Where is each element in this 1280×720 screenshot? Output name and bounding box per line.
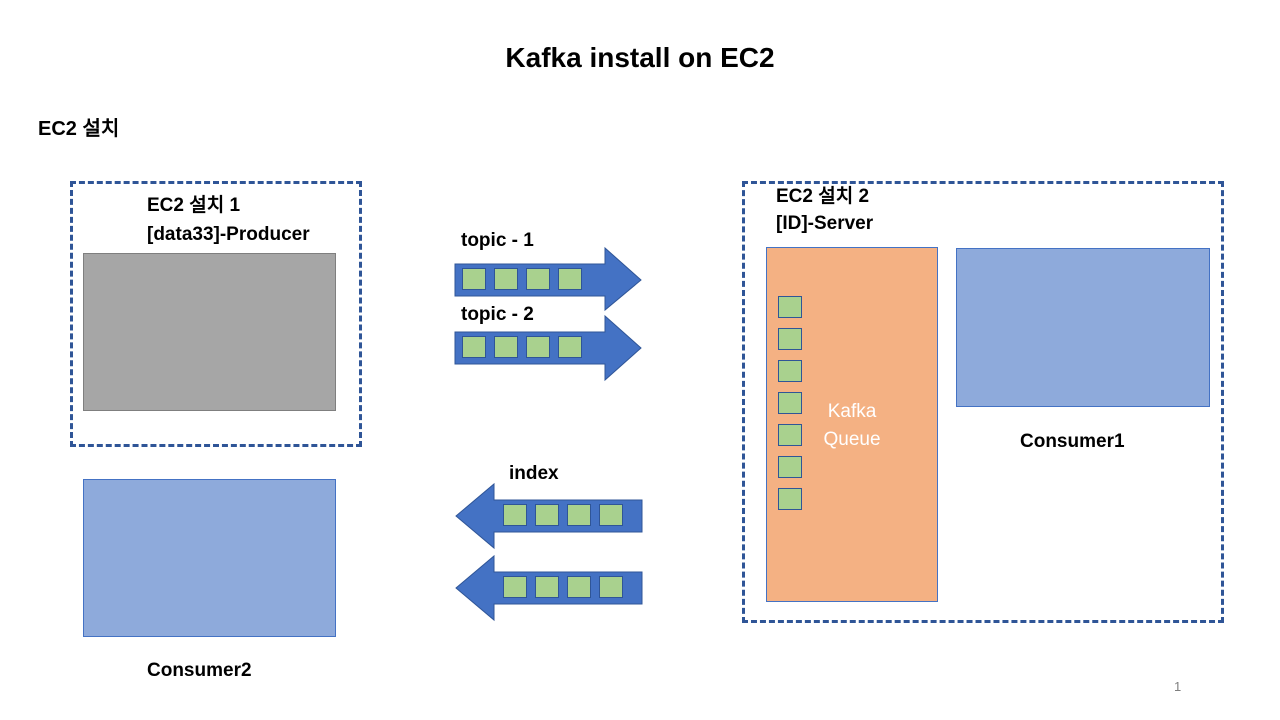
- queue-message: [778, 392, 802, 414]
- return-message: [599, 576, 623, 598]
- topic1-message: [526, 268, 550, 290]
- queue-message: [778, 328, 802, 350]
- queue-message: [778, 488, 802, 510]
- index-message: [567, 504, 591, 526]
- return-message: [503, 576, 527, 598]
- section-heading: EC2 설치: [38, 118, 120, 140]
- consumer2-label: Consumer2: [147, 660, 252, 681]
- index-label: index: [509, 463, 559, 484]
- topic1-label: topic - 1: [461, 230, 534, 251]
- topic1-message: [462, 268, 486, 290]
- consumer1-screen: [956, 248, 1210, 407]
- queue-message: [778, 456, 802, 478]
- page-number: 1: [1174, 679, 1182, 694]
- producer-host-subtitle: [data33]-Producer: [147, 224, 310, 245]
- server-host-subtitle: [ID]-Server: [776, 213, 874, 234]
- producer-screen: [83, 253, 336, 411]
- return-message: [535, 576, 559, 598]
- topic2-message: [462, 336, 486, 358]
- topic1-message: [494, 268, 518, 290]
- index-message: [599, 504, 623, 526]
- topic2-label: topic - 2: [461, 304, 534, 325]
- queue-message: [778, 296, 802, 318]
- topic2-message: [526, 336, 550, 358]
- queue-message: [778, 424, 802, 446]
- server-host-title: EC2 설치 2: [776, 186, 870, 207]
- kafka-queue-label-line1: Kafka: [827, 401, 877, 422]
- producer-host-box: [70, 181, 362, 447]
- topic2-message: [558, 336, 582, 358]
- return-message: [567, 576, 591, 598]
- consumer1-label: Consumer1: [1020, 431, 1125, 452]
- topic1-message: [558, 268, 582, 290]
- producer-host-title: EC2 설치 1: [147, 195, 241, 216]
- topic2-message: [494, 336, 518, 358]
- server-host-box: [742, 181, 1224, 623]
- slide-title: Kafka install on EC2: [505, 42, 775, 73]
- kafka-queue-label-line2: Queue: [823, 429, 881, 450]
- index-message: [535, 504, 559, 526]
- index-message: [503, 504, 527, 526]
- consumer2-screen: [83, 479, 336, 637]
- queue-message: [778, 360, 802, 382]
